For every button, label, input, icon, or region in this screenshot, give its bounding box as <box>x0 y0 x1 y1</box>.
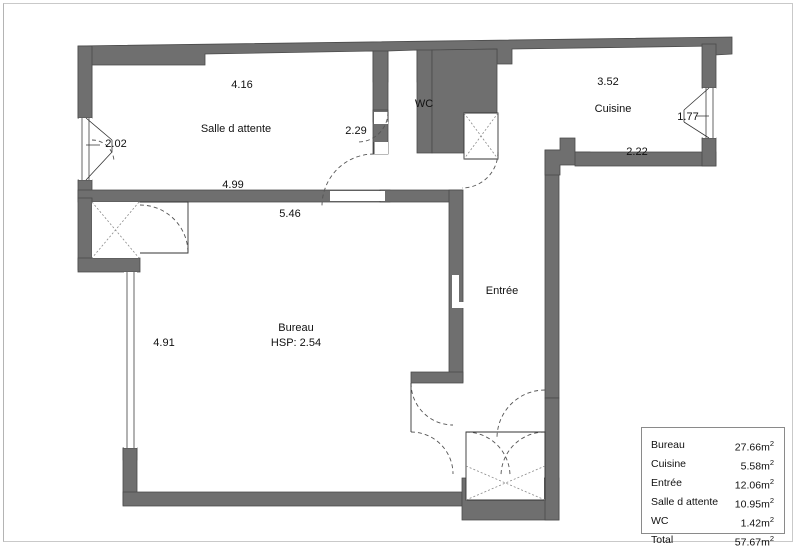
wall-cuisine-right-upper <box>701 43 717 89</box>
wall-bureau-bottom <box>122 491 463 507</box>
area-row-name: Cuisine <box>651 458 687 471</box>
dimension-salle-attente-bottom: 4.99 <box>222 179 243 191</box>
wall-structure <box>77 36 733 521</box>
dimension-leaders <box>85 87 710 181</box>
dimension-bureau-left: 4.91 <box>153 337 174 349</box>
area-legend-table: Bureau 27.66m2 Cuisine 5.58m2 Entrée 12.… <box>651 437 774 551</box>
dimension-salle-attente-left-window: 2.02 <box>105 138 126 150</box>
window-salle-left-aperture <box>79 118 92 180</box>
dimension-cuisine-top: 3.52 <box>597 76 618 88</box>
cross-closet-left <box>91 201 140 259</box>
door-arc-wc <box>357 111 389 143</box>
table-row: Total 57.67m2 <box>651 532 774 551</box>
room-label-cuisine: Cuisine <box>595 103 632 115</box>
door-opening-corridor <box>374 142 388 154</box>
cross-closet-center <box>463 112 499 160</box>
room-label-entree: Entrée <box>486 285 518 297</box>
table-row: WC 1.42m2 <box>651 513 774 532</box>
area-unit: m <box>761 479 770 492</box>
dimension-corridor-width: 2.29 <box>345 125 366 137</box>
window-bureau-left-aperture <box>124 272 137 448</box>
room-label-bureau-hsp: HSP: 2.54 <box>271 337 321 349</box>
area-value: 1.42 <box>740 517 762 530</box>
closet-cross-marks <box>91 112 546 501</box>
entrance-recess-interior <box>466 432 544 500</box>
wall-entree-left-foot <box>410 371 464 384</box>
door-arc-bureau-entree-a <box>410 382 454 426</box>
table-row: Entrée 12.06m2 <box>651 475 774 494</box>
area-unit: m <box>761 441 770 454</box>
door-opening-wc <box>374 112 388 124</box>
area-row-name: Bureau <box>651 439 685 452</box>
door-arc-corridor <box>321 153 375 207</box>
room-label-wc: WC <box>415 98 433 110</box>
area-row-value: 27.66m2 <box>729 437 774 456</box>
wall-entree-right <box>544 149 560 399</box>
area-value: 27.66 <box>734 441 762 454</box>
area-unit: m <box>761 517 770 530</box>
area-exponent: 2 <box>769 534 774 543</box>
leader-2-02 <box>85 117 113 181</box>
table-row: Salle d attente 10.95m2 <box>651 494 774 513</box>
area-exponent: 2 <box>769 458 774 467</box>
door-leaf-closet-left <box>140 201 189 254</box>
area-legend-box: Bureau 27.66m2 Cuisine 5.58m2 Entrée 12.… <box>641 427 785 549</box>
door-opening-divider <box>330 191 385 201</box>
area-row-value: 1.42m2 <box>729 513 774 532</box>
wall-entrance-recess-right <box>544 397 560 521</box>
wall-openings <box>79 88 716 500</box>
area-row-name: Salle d attente <box>651 496 719 509</box>
door-arc-closet-left <box>139 204 189 254</box>
area-unit: m <box>761 536 770 549</box>
area-unit: m <box>761 460 770 473</box>
area-row-name: Total <box>651 534 674 547</box>
area-row-name: Entrée <box>651 477 682 490</box>
dimension-bureau-top: 5.46 <box>279 208 300 220</box>
room-label-bureau: Bureau <box>278 322 313 334</box>
area-row-value: 10.95m2 <box>729 494 774 513</box>
area-value: 12.06 <box>734 479 762 492</box>
door-swings <box>91 111 546 477</box>
table-row: Cuisine 5.58m2 <box>651 456 774 475</box>
area-value: 10.95 <box>734 498 762 511</box>
wall-cuisine-right-lower <box>701 137 717 167</box>
area-exponent: 2 <box>769 515 774 524</box>
door-arc-center-closet <box>461 151 499 189</box>
area-unit: m <box>761 498 770 511</box>
area-exponent: 2 <box>769 439 774 448</box>
door-arc-entrance-right <box>500 431 546 477</box>
table-row: Bureau 27.66m2 <box>651 437 774 456</box>
dimension-cuisine-right-window: 1.77 <box>677 111 698 123</box>
door-arc-entree-right <box>496 389 546 439</box>
door-arc-entrance-left <box>465 431 511 477</box>
dimension-salle-attente-top: 4.16 <box>231 79 252 91</box>
area-exponent: 2 <box>769 496 774 505</box>
area-value: 57.67 <box>734 536 762 549</box>
area-legend-body: Bureau 27.66m2 Cuisine 5.58m2 Entrée 12.… <box>651 437 774 551</box>
dimension-cuisine-bottom: 2.22 <box>626 146 647 158</box>
wall-closet-bottom <box>77 257 141 273</box>
room-label-salle-attente: Salle d attente <box>201 123 271 135</box>
area-row-value: 12.06m2 <box>729 475 774 494</box>
wall-left-upper <box>77 45 93 119</box>
area-row-value: 5.58m2 <box>729 456 774 475</box>
entree-wall-notch <box>452 275 465 308</box>
wall-top-outer <box>77 36 733 119</box>
area-row-name: WC <box>651 515 669 528</box>
window-cuisine-right-aperture <box>703 88 716 138</box>
area-row-value: 57.67m2 <box>729 532 774 551</box>
window-frames <box>81 88 714 448</box>
door-leaf-entrance <box>465 431 546 501</box>
area-value: 5.58 <box>740 460 762 473</box>
door-arc-bureau-entree-b <box>410 431 454 475</box>
door-arc-salle-window <box>91 139 115 163</box>
area-exponent: 2 <box>769 477 774 486</box>
leader-1-77 <box>683 87 710 139</box>
